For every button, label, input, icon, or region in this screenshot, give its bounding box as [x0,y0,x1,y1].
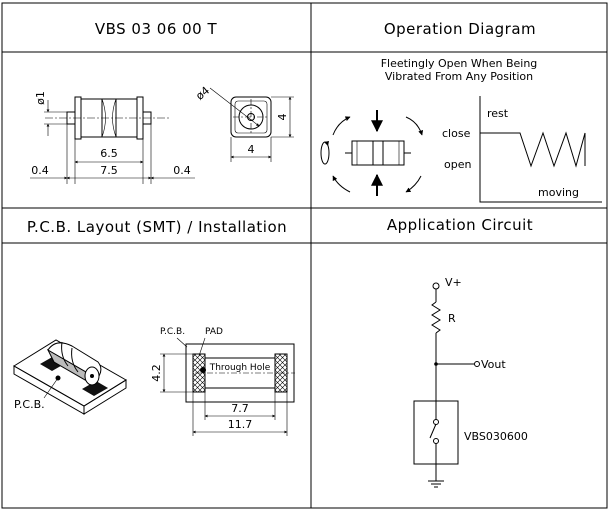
pcb-top-label: P.C.B. [160,327,185,337]
sensor-icon [345,140,411,166]
supply-label: V+ [445,276,462,289]
sensor-dimension-drawing: ø1 6.5 7.5 0.4 0.4 ø4 4 [30,84,294,184]
dim-side-height: 4 [276,114,289,121]
rest-label: rest [487,107,509,120]
dim-total-length: 7.5 [100,164,118,177]
application-circuit: V+ R Vout VBS030600 [413,276,528,488]
moving-label: moving [538,186,579,199]
operation-note-line2: Vibrated From Any Position [385,70,533,83]
pad-label: PAD [205,327,223,337]
dim-diameter-small: ø1 [34,91,47,105]
sensor-body [80,98,138,138]
dim-inner-length: 6.5 [100,147,118,160]
rotate-arrow-icon [332,116,351,136]
dim-side-width: 4 [248,143,255,156]
pcb-layout: P.C.B. Through Hole P.C.B. PAD 4.2 7.7 1… [13,327,295,436]
rotate-arrow-icon [332,175,351,193]
dim-lead-right: 0.4 [173,164,191,177]
pcb-iso-label: P.C.B. [14,398,45,411]
state-waveform [480,131,586,168]
operation-diagram-title: Operation Diagram [384,20,536,38]
dim-pcb-outer: 11.7 [228,418,253,431]
part-number-title: VBS 03 06 00 T [95,20,218,38]
operation-note-line1: Fleetingly Open When Being [381,57,538,70]
dim-lead-left: 0.4 [31,164,49,177]
state-close-label: close [442,127,471,140]
dim-diameter-large: ø4 [193,84,212,103]
pcb-isometric [13,339,127,415]
pcb-layout-title: P.C.B. Layout (SMT) / Installation [27,218,287,236]
sensor-end-view [230,96,272,138]
resistor-label: R [448,312,456,325]
ground-icon [428,480,444,488]
dim-pcb-height: 4.2 [150,364,163,382]
part-label: VBS030600 [464,430,528,443]
state-open-label: open [444,158,471,171]
through-hole-label: Through Hole [209,363,271,373]
resistor-symbol [431,301,441,334]
dim-pcb-inner: 7.7 [231,402,249,415]
switch-contact [429,423,437,439]
output-label: Vout [481,358,506,371]
operation-diagram: Fleetingly Open When Being Vibrated From… [320,57,602,203]
rotate-arrow-icon [405,116,424,136]
application-circuit-title: Application Circuit [387,216,533,234]
rotate-arrow-icon [405,175,422,193]
